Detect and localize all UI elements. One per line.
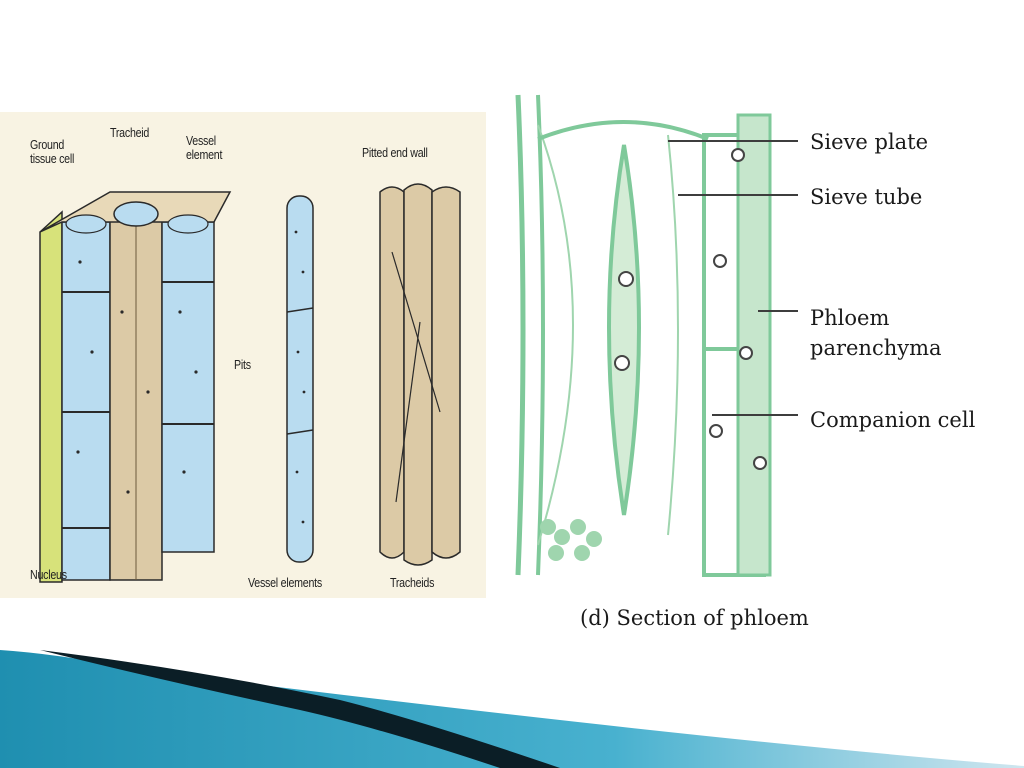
label-ground-tissue-cell: Ground tissue cell [30,137,75,166]
label-vessel-elements: Vessel elements [248,575,322,590]
label-companion-cell: Companion cell [810,408,976,432]
label-vessel-element: Vessel element [186,133,223,162]
label-sieve-tube: Sieve tube [810,185,923,209]
label-pitted-end-wall: Pitted end wall [362,145,428,160]
vessel-element-stack [286,195,314,563]
xylem-illustration [39,183,461,583]
label-phloem-parenchyma: Phloem parenchyma [810,306,942,360]
sieve-plate [537,120,709,141]
vessel-column [61,221,111,581]
label-sieve-plate: Sieve plate [810,130,929,154]
vessel-column [161,221,215,553]
xylem-diagram: Ground tissue cell Tracheid Vessel eleme… [0,112,486,598]
phloem-diagram: Sieve plate Sieve tube Phloem parenchyma… [498,75,1014,590]
phloem-illustration [515,94,798,577]
ground-tissue [39,210,63,583]
label-nucleus: Nucleus [30,567,67,582]
companion-cell [607,144,641,516]
phloem-caption: (d) Section of phloem [580,606,809,630]
tracheid-bundle [379,183,461,566]
label-tracheid: Tracheid [110,125,150,140]
label-pits: Pits [234,357,251,372]
phloem-parenchyma [736,113,772,577]
label-tracheids: Tracheids [390,575,435,590]
footer-decoration [0,650,1024,768]
